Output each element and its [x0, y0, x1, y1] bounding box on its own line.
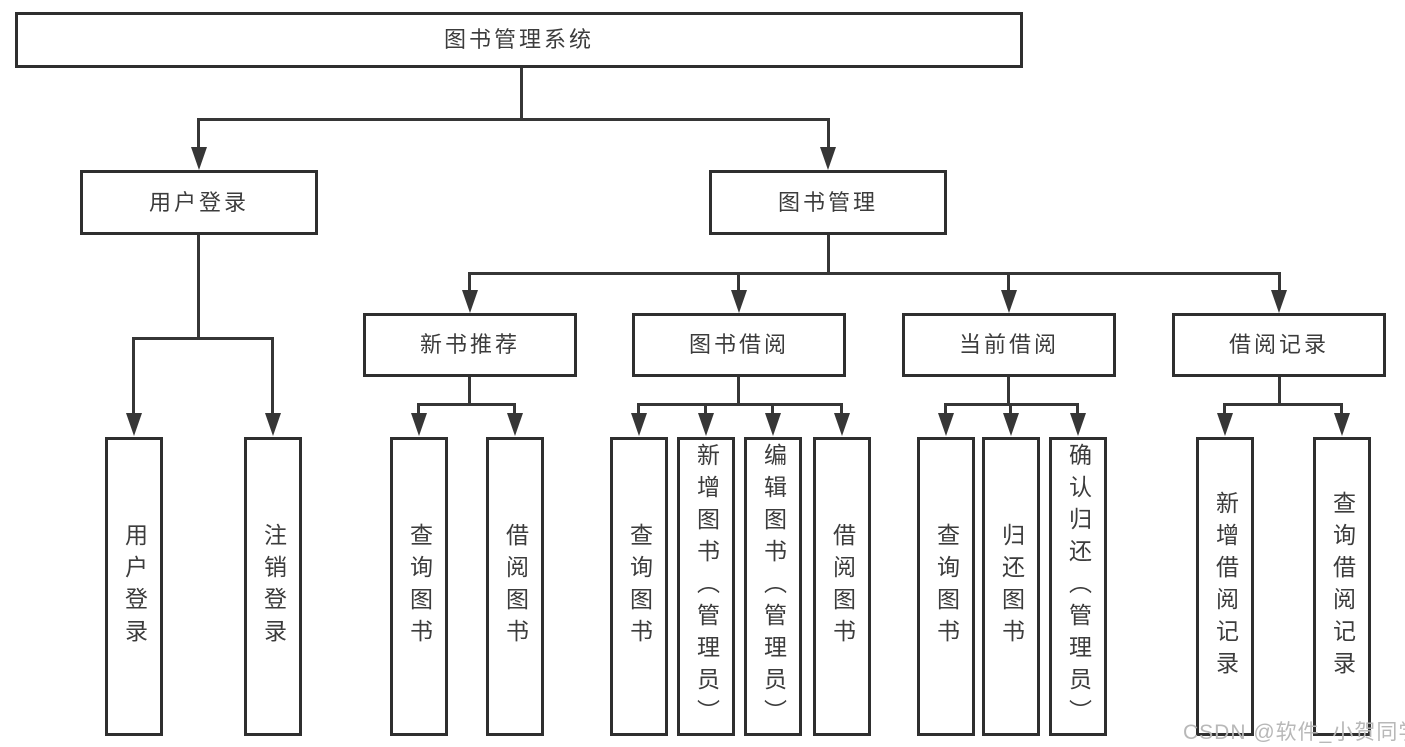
connector-hline: [1224, 403, 1343, 406]
arrow-down-icon: [1001, 290, 1017, 313]
leaf-logout: 注销登录: [244, 437, 302, 736]
leaf-newbook-query-books-label: 查询图书: [406, 522, 433, 651]
connector-vline: [197, 235, 200, 339]
connector-vline: [197, 118, 200, 148]
node-book-management: 图书管理: [709, 170, 947, 235]
leaf-borrow-borrow-books: 借阅图书: [813, 437, 871, 736]
connector-vline: [417, 403, 420, 414]
connector-vline: [1278, 272, 1281, 292]
connector-vline: [1076, 403, 1079, 414]
leaf-newbook-borrow-books-label: 借阅图书: [502, 522, 529, 651]
connector-vline: [1223, 403, 1226, 414]
connector-vline: [827, 235, 830, 274]
leaf-borrow-add-books-admin-label: 新增图书（管理员）: [693, 442, 720, 731]
node-current-borrow-label: 当前借阅: [958, 332, 1059, 357]
connector-vline: [944, 403, 947, 414]
node-book-borrow-label: 图书借阅: [688, 332, 789, 357]
arrow-down-icon: [126, 413, 142, 436]
connector-vline: [1340, 403, 1343, 414]
leaf-current-query-books-label: 查询图书: [933, 522, 960, 651]
arrow-down-icon: [191, 147, 207, 170]
arrow-down-icon: [731, 290, 747, 313]
connector-hline: [469, 272, 1281, 275]
leaf-records-add-record-label: 新增借阅记录: [1212, 490, 1239, 683]
leaf-borrow-edit-books-admin-label: 编辑图书（管理员）: [760, 442, 787, 731]
leaf-records-add-record: 新增借阅记录: [1196, 437, 1254, 736]
connector-vline: [827, 118, 830, 148]
connector-vline: [468, 272, 471, 292]
connector-hline: [945, 403, 1079, 406]
leaf-current-confirm-return-admin-label: 确认归还（管理员）: [1065, 442, 1092, 731]
arrow-down-icon: [1334, 413, 1350, 436]
connector-vline: [1007, 272, 1010, 292]
arrow-down-icon: [834, 413, 850, 436]
node-book-borrow: 图书借阅: [632, 313, 846, 377]
leaf-current-confirm-return-admin: 确认归还（管理员）: [1049, 437, 1107, 736]
leaf-newbook-query-books: 查询图书: [390, 437, 448, 736]
leaf-borrow-add-books-admin: 新增图书（管理员）: [677, 437, 735, 736]
connector-vline: [468, 377, 471, 405]
leaf-current-return-books: 归还图书: [982, 437, 1040, 736]
leaf-borrow-edit-books-admin: 编辑图书（管理员）: [744, 437, 802, 736]
leaf-borrow-query-books: 查询图书: [610, 437, 668, 736]
arrow-down-icon: [698, 413, 714, 436]
csdn-watermark: CSDN @软件_小贺同学: [1183, 721, 1405, 744]
leaf-borrow-borrow-books-label: 借阅图书: [829, 522, 856, 651]
node-borrow-records: 借阅记录: [1172, 313, 1386, 377]
connector-vline: [1009, 403, 1012, 414]
arrow-down-icon: [938, 413, 954, 436]
connector-vline: [704, 403, 707, 414]
connector-vline: [1007, 377, 1010, 405]
arrow-down-icon: [507, 413, 523, 436]
node-root: 图书管理系统: [15, 12, 1023, 68]
node-borrow-records-label: 借阅记录: [1228, 332, 1329, 357]
connector-vline: [840, 403, 843, 414]
arrow-down-icon: [1217, 413, 1233, 436]
leaf-records-query-record-label: 查询借阅记录: [1329, 490, 1356, 683]
connector-vline: [520, 68, 523, 119]
node-user-login: 用户登录: [80, 170, 318, 235]
node-user-login-label: 用户登录: [148, 189, 249, 215]
node-book-management-label: 图书管理: [777, 189, 878, 215]
leaf-logout-label: 注销登录: [260, 522, 287, 651]
connector-vline: [771, 403, 774, 414]
connector-vline: [513, 403, 516, 414]
node-root-label: 图书管理系统: [443, 27, 594, 52]
leaf-newbook-borrow-books: 借阅图书: [486, 437, 544, 736]
arrow-down-icon: [631, 413, 647, 436]
connector-hline: [198, 118, 830, 121]
arrow-down-icon: [462, 290, 478, 313]
leaf-current-query-books: 查询图书: [917, 437, 975, 736]
arrow-down-icon: [1271, 290, 1287, 313]
connector-vline: [132, 337, 135, 414]
arrow-down-icon: [265, 413, 281, 436]
arrow-down-icon: [765, 413, 781, 436]
arrow-down-icon: [1070, 413, 1086, 436]
connector-hline: [638, 403, 843, 406]
connector-vline: [1278, 377, 1281, 405]
connector-vline: [637, 403, 640, 414]
arrow-down-icon: [1003, 413, 1019, 436]
arrow-down-icon: [411, 413, 427, 436]
connector-vline: [737, 377, 740, 405]
leaf-borrow-query-books-label: 查询图书: [626, 522, 653, 651]
node-new-book-recommend: 新书推荐: [363, 313, 577, 377]
leaf-current-return-books-label: 归还图书: [998, 522, 1025, 651]
leaf-records-query-record: 查询借阅记录: [1313, 437, 1371, 736]
connector-hline: [418, 403, 516, 406]
node-current-borrow: 当前借阅: [902, 313, 1116, 377]
connector-hline: [133, 337, 274, 340]
leaf-user-login-label: 用户登录: [121, 522, 148, 651]
connector-vline: [271, 337, 274, 414]
leaf-user-login: 用户登录: [105, 437, 163, 736]
node-new-book-recommend-label: 新书推荐: [419, 332, 520, 357]
connector-vline: [737, 272, 740, 292]
arrow-down-icon: [820, 147, 836, 170]
